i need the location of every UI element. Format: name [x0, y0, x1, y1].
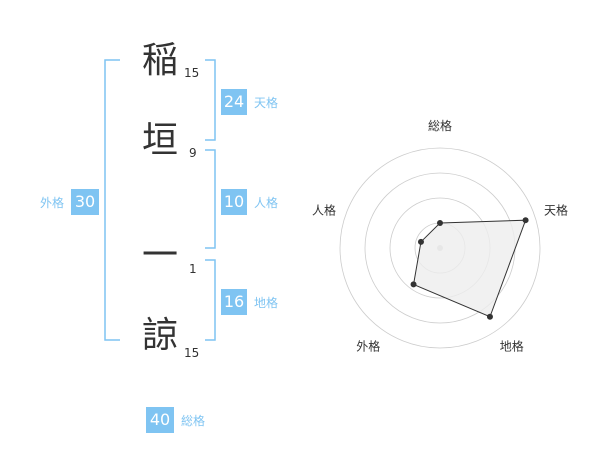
- gaikaku-bracket: [104, 59, 120, 341]
- radar-point-2: [486, 313, 493, 320]
- jinkaku-bracket: [205, 149, 216, 249]
- chikaku-label: 地格: [254, 296, 279, 310]
- chikaku-value: 16: [221, 289, 247, 315]
- radar-point-1: [522, 217, 529, 224]
- stroke-count-3: 1: [189, 262, 197, 276]
- gaikaku-value: 30: [71, 189, 99, 215]
- radar-point-0: [437, 220, 443, 226]
- radar-axis-label-1: 天格: [544, 202, 568, 217]
- jinkaku-label: 人格: [254, 196, 279, 210]
- radar-axis-label-4: 人格: [312, 202, 336, 217]
- tenkaku-label: 天格: [254, 96, 279, 110]
- radar-axis-label-2: 地格: [500, 339, 524, 354]
- radar-axis-label-3: 外格: [356, 339, 380, 354]
- soukaku-value: 40: [146, 407, 174, 433]
- gaikaku-label: 外格: [40, 196, 65, 210]
- radar-point-4: [417, 238, 424, 245]
- soukaku-label: 総格: [181, 414, 206, 428]
- jinkaku-value: 10: [221, 189, 247, 215]
- radar-axis-label-0: 総格: [428, 118, 452, 133]
- name-char-4: 諒: [141, 315, 178, 356]
- chikaku-bracket: [205, 259, 216, 341]
- radar-point-3: [410, 281, 417, 288]
- stroke-count-4: 15: [184, 346, 200, 360]
- tenkaku-bracket: [205, 59, 216, 141]
- tenkaku-value: 24: [221, 89, 247, 115]
- radar-ring-4: [339, 147, 541, 349]
- name-char-1: 稲: [141, 40, 178, 81]
- stroke-count-2: 9: [189, 146, 197, 160]
- name-char-2: 垣: [141, 120, 178, 161]
- stroke-count-1: 15: [184, 66, 200, 80]
- radar-area: [412, 219, 527, 318]
- name-char-3: 一: [141, 235, 178, 276]
